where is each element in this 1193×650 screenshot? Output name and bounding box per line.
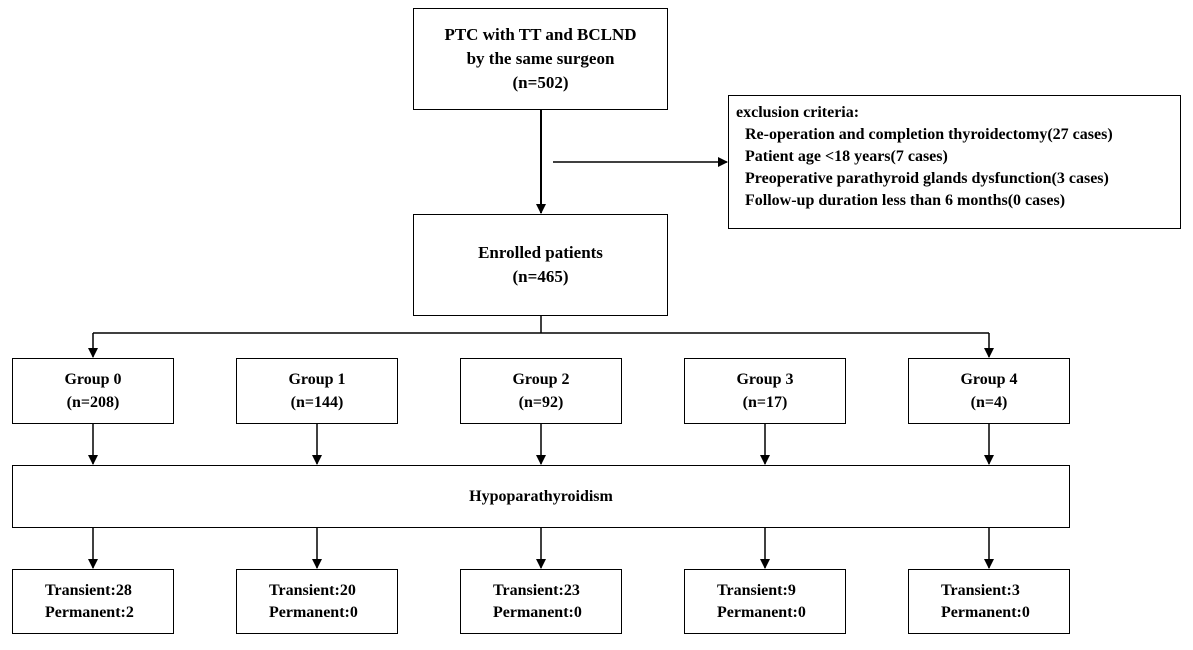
permanent-count: Permanent:2 xyxy=(45,603,134,621)
group-count: (n=4) xyxy=(970,394,1008,411)
group-node-1: Group 1 (n=144) xyxy=(236,358,398,424)
transient-count: Transient:23 xyxy=(493,581,580,599)
outcome-node-0: Transient:28 Permanent:2 xyxy=(12,569,174,634)
group-node-3: Group 3 (n=17) xyxy=(684,358,846,424)
exclusion-item: Re-operation and completion thyroidectom… xyxy=(745,126,1113,143)
transient-count: Transient:3 xyxy=(941,581,1020,599)
exclusion-criteria-node: exclusion criteria: Re-operation and com… xyxy=(728,95,1181,229)
group-count: (n=144) xyxy=(290,394,344,411)
exclusion-item: Preoperative parathyroid glands dysfunct… xyxy=(745,170,1109,187)
outcome-node-1: Transient:20 Permanent:0 xyxy=(236,569,398,634)
permanent-count: Permanent:0 xyxy=(717,603,806,621)
start-line-1: PTC with TT and BCLND xyxy=(444,25,637,44)
group-name: Group 1 xyxy=(288,371,346,388)
enrolled-line-1: Enrolled patients xyxy=(478,243,603,262)
transient-count: Transient:20 xyxy=(269,581,356,599)
transient-count: Transient:28 xyxy=(45,581,132,599)
transient-count: Transient:9 xyxy=(717,581,796,599)
exclusion-item: Patient age <18 years(7 cases) xyxy=(745,148,948,165)
group-name: Group 0 xyxy=(64,371,122,388)
group-node-0: Group 0 (n=208) xyxy=(12,358,174,424)
enrolled-node: Enrolled patients (n=465) xyxy=(413,214,668,316)
enrolled-line-2: (n=465) xyxy=(512,267,569,286)
group-count: (n=17) xyxy=(742,394,788,411)
group-name: Group 4 xyxy=(960,371,1018,388)
start-line-3: (n=502) xyxy=(512,73,569,92)
permanent-count: Permanent:0 xyxy=(269,603,358,621)
group-count: (n=92) xyxy=(518,394,564,411)
exclusion-item: Follow-up duration less than 6 months(0 … xyxy=(745,192,1066,209)
hypoparathyroidism-node: Hypoparathyroidism xyxy=(12,465,1070,528)
outcome-node-3: Transient:9 Permanent:0 xyxy=(684,569,846,634)
group-node-4: Group 4 (n=4) xyxy=(908,358,1070,424)
exclusion-heading: exclusion criteria: xyxy=(736,104,860,121)
start-line-2: by the same surgeon xyxy=(466,49,615,68)
group-count: (n=208) xyxy=(66,394,120,411)
permanent-count: Permanent:0 xyxy=(941,603,1030,621)
hypoparathyroidism-label: Hypoparathyroidism xyxy=(469,488,613,505)
permanent-count: Permanent:0 xyxy=(493,603,582,621)
start-node: PTC with TT and BCLND by the same surgeo… xyxy=(413,8,668,110)
outcome-node-2: Transient:23 Permanent:0 xyxy=(460,569,622,634)
group-name: Group 3 xyxy=(736,371,794,388)
outcome-node-4: Transient:3 Permanent:0 xyxy=(908,569,1070,634)
group-name: Group 2 xyxy=(512,371,570,388)
group-node-2: Group 2 (n=92) xyxy=(460,358,622,424)
